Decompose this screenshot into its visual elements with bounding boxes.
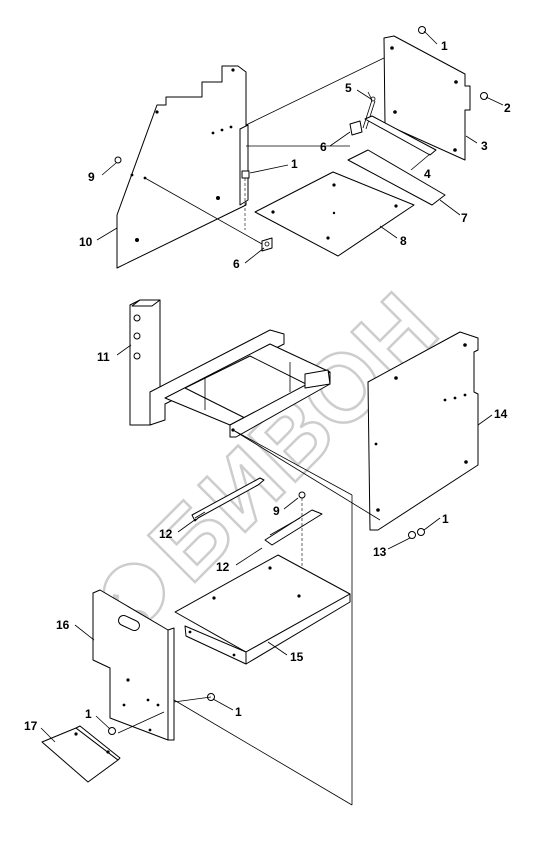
callout-1-panel14: 1 [442, 512, 449, 526]
callout-1-lower-right: 1 [235, 705, 242, 719]
part-17-step-plate [41, 725, 121, 783]
part-16-lower-side-panel [92, 589, 175, 741]
bolt-1-upper-mid [241, 170, 250, 230]
callout-9-upper: 9 [88, 170, 95, 184]
bolt-2 [480, 92, 488, 100]
callout-12-lower: 12 [216, 560, 230, 574]
part-7-strip-plate [347, 149, 446, 206]
callout-labels: 1 2 3 4 5 6 7 8 1 9 10 6 11 14 12 9 12 1… [24, 39, 511, 733]
bolt-9-lower [298, 491, 306, 610]
assembly-guide-lines-lower [117, 429, 381, 806]
part-4-angle-strip [364, 115, 437, 156]
bolt-1-lower-left [108, 727, 116, 735]
callout-4: 4 [424, 167, 431, 181]
callout-14: 14 [494, 407, 508, 421]
part-14-right-panel [367, 331, 479, 531]
callout-8: 8 [400, 234, 407, 248]
part-5-rod [362, 96, 376, 130]
washer-13 [408, 531, 416, 539]
callout-17: 17 [24, 719, 38, 733]
part-15-shelf [174, 554, 351, 665]
callout-3: 3 [481, 139, 488, 153]
assembly-guide-lines-upper [144, 57, 385, 245]
callout-13: 13 [373, 545, 387, 559]
part-6-bracket-lower [261, 237, 273, 252]
leader-lines [40, 30, 504, 743]
callout-7: 7 [461, 211, 468, 225]
part-10-side-panel [116, 65, 249, 269]
callout-6-upper: 6 [320, 140, 327, 154]
part-12-strip-upper [191, 477, 265, 522]
part-6-bracket-upper [349, 120, 363, 136]
bolt-1-top [418, 26, 426, 34]
callout-16: 16 [56, 618, 70, 632]
callout-6-lower: 6 [233, 257, 240, 271]
part-12-strip-lower [264, 509, 323, 546]
part-11-main-frame [129, 299, 331, 438]
part-8-floor-plate [254, 171, 415, 257]
callout-12-upper: 12 [159, 527, 173, 541]
callout-1-mid: 1 [291, 157, 298, 171]
callout-11: 11 [97, 350, 110, 364]
bolt-1-panel14 [417, 528, 425, 536]
part-3-cover-panel [383, 35, 471, 161]
callout-10: 10 [79, 235, 93, 249]
callout-1-top: 1 [441, 39, 448, 53]
bolt-9-upper [114, 156, 122, 164]
callout-15: 15 [290, 650, 304, 664]
callout-1-lower-left: 1 [85, 707, 92, 721]
callout-2: 2 [504, 101, 511, 115]
callout-9-lower: 9 [273, 504, 280, 518]
callout-5: 5 [345, 81, 352, 95]
